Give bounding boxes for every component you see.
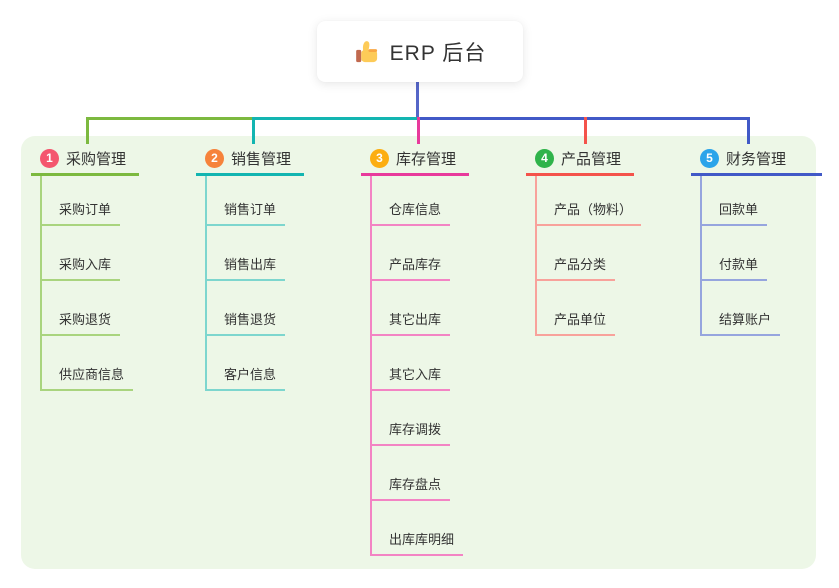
- child-node-label[interactable]: 供应商信息: [42, 364, 134, 391]
- branch-title-label[interactable]: 采购管理: [66, 150, 127, 168]
- child-node[interactable]: 销售订单: [207, 176, 304, 226]
- child-node[interactable]: 其它出库: [372, 281, 469, 336]
- child-node-label[interactable]: 其它出库: [372, 309, 451, 336]
- branch-title-row[interactable]: 3 库存管理: [361, 143, 469, 176]
- connector-drop-finance: [747, 117, 750, 144]
- child-node[interactable]: 其它入库: [372, 336, 469, 391]
- branch-children: 销售订单 销售出库 销售退货 客户信息: [205, 176, 304, 391]
- root-stem-connector: [416, 80, 419, 119]
- child-node[interactable]: 销售退货: [207, 281, 304, 336]
- child-node-label[interactable]: 其它入库: [372, 364, 451, 391]
- child-node-label[interactable]: 结算账户: [702, 309, 781, 336]
- child-node[interactable]: 产品库存: [372, 226, 469, 281]
- child-node-label[interactable]: 库存盘点: [372, 474, 451, 501]
- child-node-label[interactable]: 产品分类: [537, 254, 616, 281]
- child-node-label[interactable]: 采购入库: [42, 254, 121, 281]
- child-node[interactable]: 结算账户: [702, 281, 822, 336]
- branch-children: 产品（物料） 产品分类 产品单位: [535, 176, 642, 336]
- branch-number-badge: 2: [205, 148, 224, 168]
- connector-drop-sales: [252, 117, 255, 144]
- branch-product: 4 产品管理 产品（物料） 产品分类 产品单位: [526, 143, 642, 336]
- child-node[interactable]: 产品分类: [537, 226, 641, 281]
- branch-purchase: 1 采购管理 采购订单 采购入库 采购退货 供应商信息: [31, 143, 139, 391]
- connector-drop-inventory: [417, 117, 420, 144]
- branch-title-row[interactable]: 2 销售管理: [196, 143, 304, 176]
- child-node-label[interactable]: 产品库存: [372, 254, 451, 281]
- branches-background-panel: [21, 136, 816, 569]
- child-node[interactable]: 付款单: [702, 226, 822, 281]
- child-node[interactable]: 采购订单: [42, 176, 139, 226]
- child-node-label[interactable]: 付款单: [702, 254, 768, 281]
- child-node-label[interactable]: 产品（物料）: [537, 199, 642, 226]
- branch-finance: 5 财务管理 回款单 付款单 结算账户: [691, 143, 822, 336]
- connector-rail-teal: [253, 117, 417, 120]
- child-node[interactable]: 出库库明细: [372, 501, 469, 556]
- child-node-label[interactable]: 产品单位: [537, 309, 616, 336]
- connector-rail-blue: [417, 117, 750, 120]
- child-node[interactable]: 采购退货: [42, 281, 139, 336]
- branch-number-badge: 5: [700, 148, 719, 168]
- branch-number-badge: 4: [535, 148, 554, 168]
- child-node-label[interactable]: 仓库信息: [372, 199, 451, 226]
- child-node[interactable]: 客户信息: [207, 336, 304, 391]
- connector-drop-product: [584, 117, 587, 144]
- branch-title-label[interactable]: 销售管理: [231, 150, 292, 168]
- child-node[interactable]: 产品（物料）: [537, 176, 642, 226]
- root-node-label[interactable]: ERP 后台: [389, 41, 487, 65]
- child-node-label[interactable]: 销售订单: [207, 199, 286, 226]
- child-node-label[interactable]: 出库库明细: [372, 529, 464, 556]
- child-node[interactable]: 采购入库: [42, 226, 139, 281]
- branch-sales: 2 销售管理 销售订单 销售出库 销售退货 客户信息: [196, 143, 304, 391]
- connector-drop-purchase: [86, 117, 89, 144]
- child-node-label[interactable]: 采购退货: [42, 309, 121, 336]
- child-node[interactable]: 回款单: [702, 176, 822, 226]
- branch-number-badge: 3: [370, 148, 389, 168]
- branch-title-row[interactable]: 5 财务管理: [691, 143, 822, 176]
- connector-rail-green: [86, 117, 253, 120]
- branch-title-row[interactable]: 4 产品管理: [526, 143, 634, 176]
- branch-title-label[interactable]: 财务管理: [726, 150, 787, 168]
- child-node[interactable]: 库存盘点: [372, 446, 469, 501]
- thumbs-up-icon: [355, 40, 377, 62]
- child-node[interactable]: 销售出库: [207, 226, 304, 281]
- branch-title-row[interactable]: 1 采购管理: [31, 143, 139, 176]
- branch-children: 回款单 付款单 结算账户: [700, 176, 822, 336]
- child-node[interactable]: 库存调拨: [372, 391, 469, 446]
- branch-title-label[interactable]: 产品管理: [561, 150, 622, 168]
- branch-title-label[interactable]: 库存管理: [396, 150, 457, 168]
- root-node[interactable]: ERP 后台: [317, 21, 523, 82]
- child-node-label[interactable]: 回款单: [702, 199, 768, 226]
- child-node-label[interactable]: 销售出库: [207, 254, 286, 281]
- child-node-label[interactable]: 库存调拨: [372, 419, 451, 446]
- child-node[interactable]: 供应商信息: [42, 336, 139, 391]
- branch-children: 采购订单 采购入库 采购退货 供应商信息: [40, 176, 139, 391]
- child-node[interactable]: 产品单位: [537, 281, 641, 336]
- branch-children: 仓库信息 产品库存 其它出库 其它入库 库存调拨 库存盘点 出库库明细: [370, 176, 469, 556]
- branch-number-badge: 1: [40, 148, 59, 168]
- branch-inventory: 3 库存管理 仓库信息 产品库存 其它出库 其它入库 库存调拨 库存盘点 出库库…: [361, 143, 469, 556]
- child-node[interactable]: 仓库信息: [372, 176, 469, 226]
- child-node-label[interactable]: 销售退货: [207, 309, 286, 336]
- child-node-label[interactable]: 采购订单: [42, 199, 121, 226]
- child-node-label[interactable]: 客户信息: [207, 364, 286, 391]
